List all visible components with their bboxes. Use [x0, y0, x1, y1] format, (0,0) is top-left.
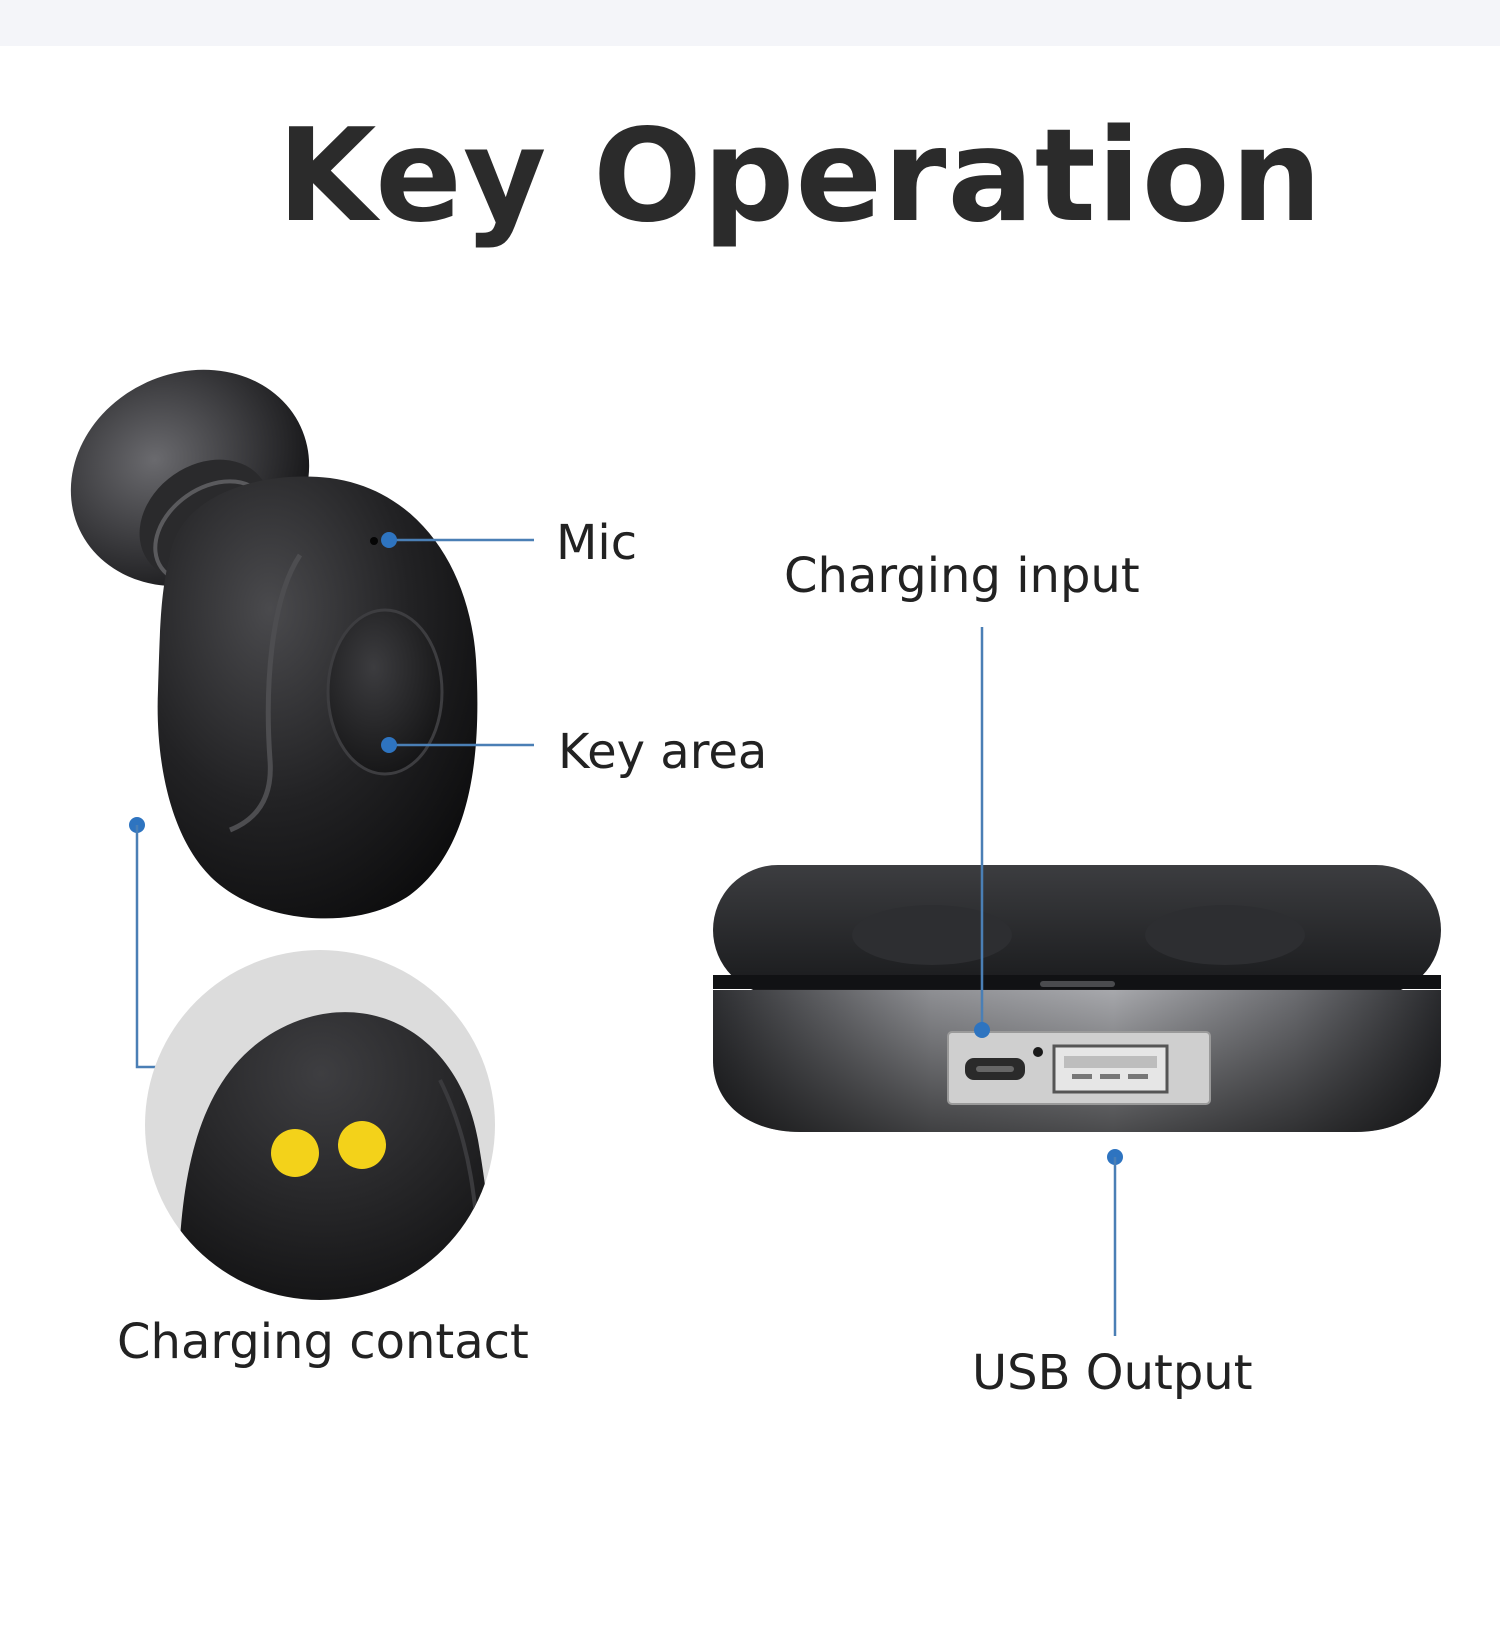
usb-output-label: USB Output: [972, 1345, 1253, 1401]
top-band: [0, 0, 1500, 46]
key-area-leader: [381, 737, 534, 753]
usb-a-port-icon: [1052, 1044, 1169, 1094]
charging-case-icon: [713, 865, 1441, 1132]
charging-input-leader: [974, 627, 990, 1038]
charging-contact-leader: [129, 817, 158, 1069]
contact-pin-right: [338, 1121, 386, 1169]
key-area-label: Key area: [558, 724, 768, 780]
charging-input-label: Charging input: [784, 548, 1140, 604]
mic-leader: [381, 532, 534, 548]
mic-label: Mic: [556, 515, 638, 571]
contact-pin-left: [271, 1129, 319, 1177]
page-title: Key Operation: [277, 102, 1323, 251]
charging-contact-label: Charging contact: [117, 1314, 529, 1370]
charging-contact-zoom: [145, 950, 495, 1300]
micro-usb-port-icon: [965, 1058, 1025, 1080]
usb-output-leader: [1107, 1149, 1123, 1336]
earbud-icon: [70, 369, 478, 919]
